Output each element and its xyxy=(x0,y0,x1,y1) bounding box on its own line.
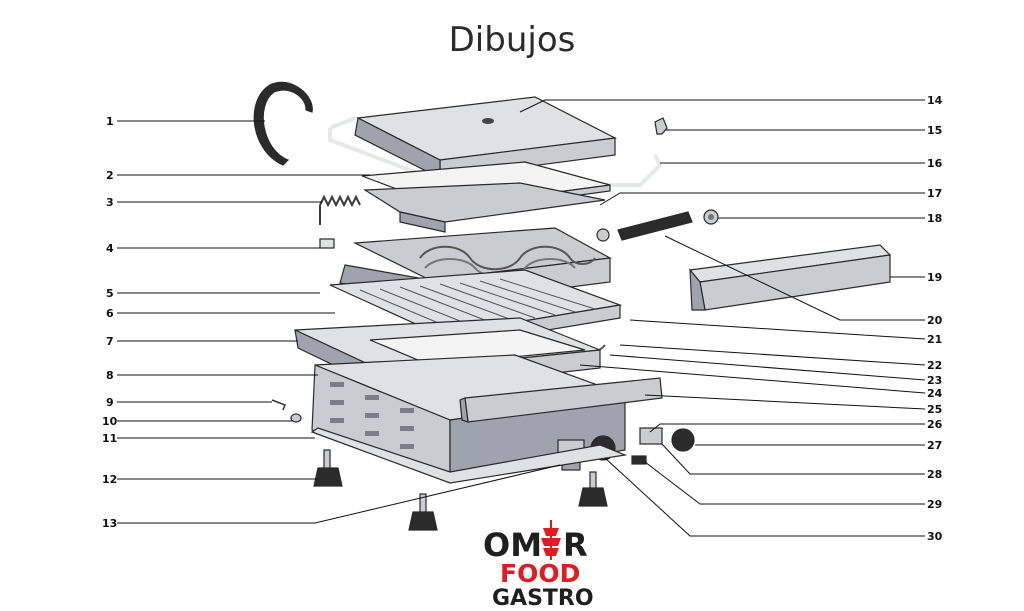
part-top-lid xyxy=(354,96,618,179)
callout-7: 7 xyxy=(106,335,114,348)
callout-9: 9 xyxy=(106,396,114,409)
callout-1: 1 xyxy=(106,115,114,128)
part-threaded-rod xyxy=(596,211,693,242)
part-base-plate xyxy=(310,427,628,484)
callout-21: 21 xyxy=(927,333,942,346)
callout-23: 23 xyxy=(927,374,942,387)
leader-lines xyxy=(117,99,926,537)
part-spring xyxy=(319,194,361,225)
part-curved-handle xyxy=(253,81,313,166)
callout-8: 8 xyxy=(106,369,114,382)
callout-28: 28 xyxy=(927,468,942,481)
callout-13: 13 xyxy=(102,517,117,530)
callout-20: 20 xyxy=(927,314,943,327)
logo-line-3: GASTRO xyxy=(492,586,594,611)
callout-22: 22 xyxy=(927,359,942,372)
callout-5: 5 xyxy=(106,287,114,300)
callout-4: 4 xyxy=(106,242,114,255)
callout-11: 11 xyxy=(102,432,117,445)
callout-29: 29 xyxy=(927,498,942,511)
logo-line-2: FOOD xyxy=(500,559,580,588)
part-bracket xyxy=(363,182,606,233)
callout-17: 17 xyxy=(927,187,942,200)
callout-2: 2 xyxy=(106,169,114,182)
logo-line-1a: OM xyxy=(483,526,542,564)
callout-27: 27 xyxy=(927,439,942,452)
callout-19: 19 xyxy=(927,271,942,284)
part-small-fittings xyxy=(271,399,302,423)
callout-3: 3 xyxy=(106,196,114,209)
callout-12: 12 xyxy=(102,473,117,486)
callout-14: 14 xyxy=(927,94,943,107)
callout-24: 24 xyxy=(927,387,943,400)
callout-25: 25 xyxy=(927,403,942,416)
callout-6: 6 xyxy=(106,307,114,320)
callout-18: 18 xyxy=(927,212,942,225)
part-lower-plate xyxy=(369,329,586,366)
part-screw xyxy=(654,117,668,135)
page-title: Dibujos xyxy=(448,20,576,60)
brand-logo: OM R FOOD GASTRO xyxy=(483,520,594,611)
callout-15: 15 xyxy=(927,124,942,137)
logo-skewer-icon xyxy=(541,520,561,560)
part-front-drip-tray xyxy=(459,377,663,423)
part-side-rail xyxy=(688,244,892,311)
part-feet xyxy=(313,449,608,531)
callout-30: 30 xyxy=(927,530,943,543)
callout-16: 16 xyxy=(927,157,943,170)
part-small-block xyxy=(319,238,335,249)
logo-line-1b: R xyxy=(563,526,588,564)
part-nut xyxy=(703,209,719,225)
callout-26: 26 xyxy=(927,418,943,431)
callout-10: 10 xyxy=(102,415,118,428)
callout-numbers: 1 2 3 4 5 6 7 8 9 10 11 12 13 14 15 16 1… xyxy=(102,94,943,543)
